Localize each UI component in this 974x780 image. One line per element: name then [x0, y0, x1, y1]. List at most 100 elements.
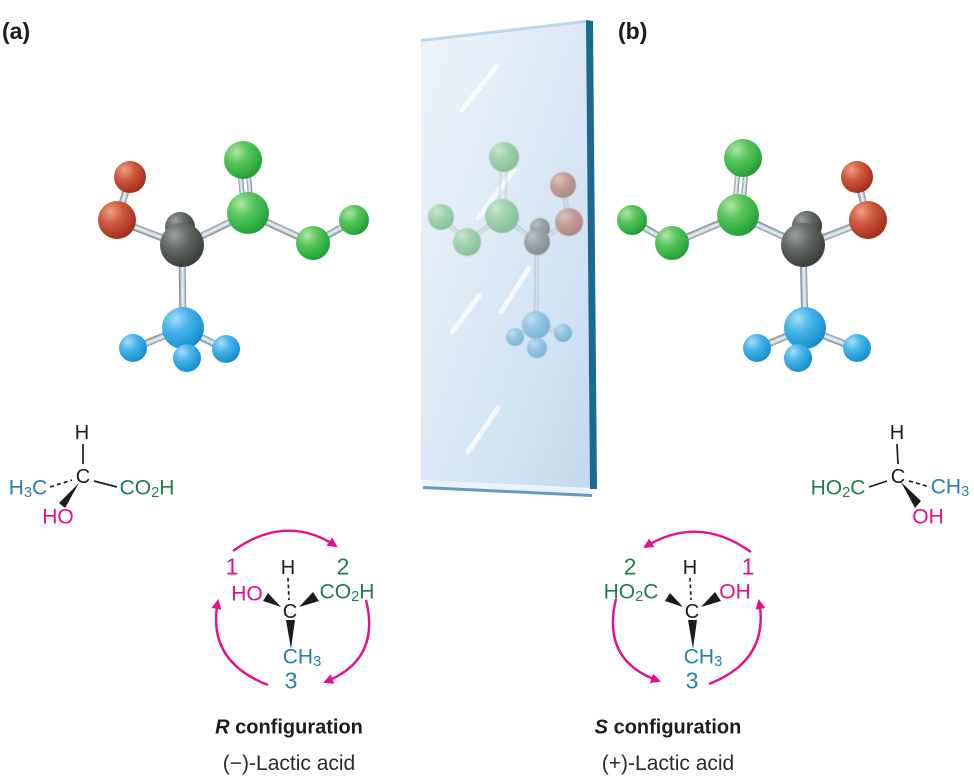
left-molecule-atom-red — [98, 201, 136, 239]
mirror-glints — [449, 63, 532, 455]
mirror-reflection-molecule-atom-blue — [506, 328, 524, 346]
mirror-reflection-molecule-atom-blue — [554, 324, 572, 342]
left-formula-co2h: CO2H — [119, 476, 175, 501]
panel-label-b: (b) — [618, 18, 648, 44]
right-caption-name: (+)-Lactic acid — [601, 752, 735, 775]
right-molecule-bond — [736, 211, 805, 249]
left-molecule-atom-blue — [173, 344, 201, 372]
right-molecule-atom-green — [617, 205, 647, 235]
right-molecule-bond — [799, 244, 809, 329]
right-arc-2-3 — [611, 598, 661, 684]
right-priority-dash-h — [689, 577, 692, 601]
mirror-reflection-molecule-bond — [503, 157, 508, 217]
mirror-reflection-molecule-bond — [465, 214, 504, 244]
right-arc-1-2 — [643, 530, 752, 553]
right-molecule-bond — [739, 158, 750, 216]
right-priority-3: 3 — [685, 667, 699, 694]
mirror-right-edge — [586, 20, 597, 489]
panel-label-a: (a) — [2, 18, 31, 44]
left-molecule-bond — [246, 209, 315, 247]
right-priority-c: C — [684, 601, 700, 623]
left-arc-3-1 — [211, 599, 269, 687]
mirror-reflection-molecule-bond — [514, 323, 537, 339]
right-molecule-atom-blue — [743, 334, 771, 362]
left-molecule-bond — [113, 175, 134, 222]
right-molecule-atom-blue — [843, 334, 871, 362]
left-priority-wedge-co2h — [299, 592, 319, 607]
left-priority-co2h: CO2H — [319, 580, 375, 605]
right-molecule-bond — [755, 324, 807, 352]
left-formula-ho: HO — [42, 505, 74, 529]
left-molecule-atom-gray — [165, 212, 195, 242]
left-molecule-bond — [178, 244, 187, 329]
left-molecule-atom-green — [227, 192, 269, 234]
left-priority-ch3: CH3 — [282, 645, 322, 670]
right-molecule-bond — [670, 211, 740, 247]
left-molecule-atom-red — [114, 161, 146, 193]
mirror-bottom-edge — [423, 486, 592, 497]
left-molecule-bond — [131, 324, 185, 352]
mirror-reflection-molecule-atom-blue — [527, 338, 547, 358]
left-molecule-atom-green — [296, 226, 330, 260]
left-molecule-atom-gray — [160, 223, 204, 267]
right-formula-oh: OH — [912, 505, 944, 529]
right-molecule-atom-green — [724, 139, 762, 177]
right-molecule-atom-green — [655, 226, 689, 260]
mirror-reflection-molecule-bond — [535, 323, 564, 335]
right-priority-oh: OH — [719, 580, 751, 604]
right-priority-wedge-oh — [701, 592, 721, 607]
mirror-face — [421, 20, 590, 488]
left-molecule-bond — [311, 216, 356, 247]
right-molecule-bond — [853, 176, 872, 221]
right-priority-2: 2 — [623, 553, 637, 580]
left-formula-h3c: H3C — [8, 476, 48, 501]
right-priority-wedge-ho2c — [665, 593, 683, 607]
mirror-reflection-molecule-atom-green — [428, 204, 454, 230]
mirror-reflection-molecule-bond — [498, 156, 502, 216]
mirror-reflection-molecule-atom-green — [485, 199, 519, 233]
right-molecule-bond — [731, 157, 742, 215]
right-molecule-atom-blue — [784, 307, 826, 349]
mirror-reflection-molecule-bond — [534, 324, 539, 349]
right-molecule-atom-red — [841, 161, 873, 193]
right-molecule-bond — [630, 216, 674, 247]
left-arc-1-2 — [232, 529, 338, 552]
mirror-reflection-molecule-atom-gray — [530, 218, 550, 238]
left-molecule-atom-blue — [119, 334, 147, 362]
right-formula-c: C — [890, 466, 906, 488]
right-molecule-atom-blue — [784, 344, 812, 372]
right-molecule-bond — [794, 327, 809, 359]
left-priority-dash-h — [287, 577, 290, 601]
left-formula-c: C — [75, 466, 91, 488]
right-molecule-atom-red — [849, 201, 887, 239]
mirror-reflection-molecule-atom-green — [489, 142, 519, 172]
left-molecule-atom-green — [339, 205, 369, 235]
left-priority-2: 2 — [336, 553, 350, 580]
mirror-reflection-molecule-atom-red — [550, 172, 576, 198]
mirror-reflection-molecule-atom-gray — [524, 229, 550, 255]
left-priority-h: H — [280, 557, 296, 579]
left-priority-3: 3 — [284, 667, 298, 694]
mirror-top-edge — [421, 20, 586, 42]
left-molecule-atom-green — [224, 141, 262, 179]
right-priority-ch3: CH3 — [683, 645, 723, 670]
left-arc-2-3 — [323, 599, 371, 684]
left-priority-wedge-ho — [263, 593, 281, 607]
left-formula-h: H — [74, 422, 90, 444]
right-priority-h: H — [682, 557, 698, 579]
mirror-reflection-molecule-bond — [561, 184, 571, 223]
left-molecule-bond — [236, 160, 247, 214]
left-molecule-bond — [181, 324, 228, 353]
mirror-reflection-molecule-atom-blue — [522, 311, 550, 339]
right-caption-config: S configuration — [594, 716, 742, 739]
mirror-reflection-molecule-atom-red — [555, 208, 583, 236]
left-molecule-bond — [244, 159, 255, 213]
right-formula-ho2c: HO2C — [810, 476, 866, 501]
right-molecule-atom-gray — [792, 211, 822, 241]
